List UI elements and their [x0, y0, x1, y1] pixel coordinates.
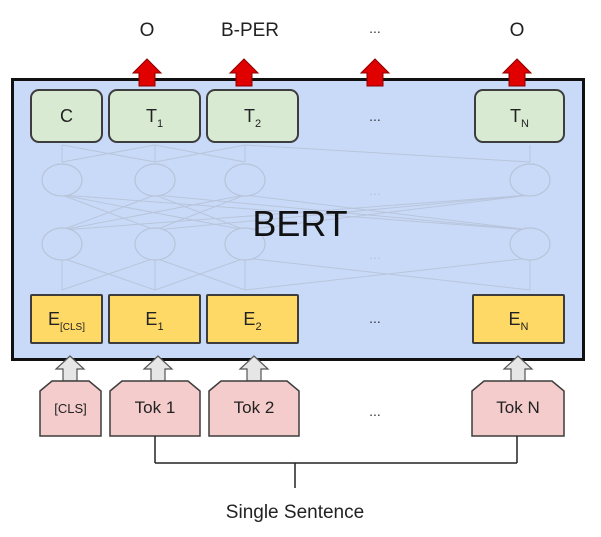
- embedding-en-label: EN: [508, 308, 529, 333]
- token-boxes: [39, 380, 565, 437]
- output-tn-label: TN: [510, 105, 529, 130]
- hidden-layer-ellipsis-1: ...: [369, 182, 381, 198]
- embedding-e1-box: E1: [108, 294, 201, 344]
- token-box-tokn: [471, 380, 565, 437]
- output-t1-label: T1: [145, 105, 164, 130]
- neuron-2-3: [224, 227, 266, 261]
- output-c-label: C: [60, 105, 73, 126]
- output-arrow-1: [131, 58, 163, 87]
- embedding-e2-box: E2: [206, 294, 299, 344]
- embedding-ellipsis: ...: [369, 310, 381, 326]
- output-ellipsis: ...: [369, 20, 381, 36]
- output-t2-box: T2: [206, 89, 299, 143]
- neuron-2-2: [134, 227, 176, 261]
- input-sentence-label: Single Sentence: [225, 502, 365, 523]
- output-label-b-per: B-PER: [220, 20, 280, 41]
- input-bracket: [154, 436, 518, 488]
- neuron-1-n: [509, 163, 551, 197]
- token-cls-label: [CLS]: [54, 401, 87, 416]
- neuron-1-3: [224, 163, 266, 197]
- hidden-layer-connections: [61, 144, 531, 291]
- neuron-1-1: [41, 163, 83, 197]
- embedding-en-box: EN: [472, 294, 565, 344]
- output-arrow-2: [228, 58, 260, 87]
- output-c-box: C: [30, 89, 103, 143]
- neuron-2-n: [509, 227, 551, 261]
- input-arrows: [54, 355, 534, 382]
- input-arrow-3: [238, 355, 270, 382]
- input-arrow-1: [54, 355, 86, 382]
- neuron-1-2: [134, 163, 176, 197]
- output-tn-box: TN: [474, 89, 565, 143]
- token-box-tok2: [208, 380, 300, 437]
- input-arrow-2: [142, 355, 174, 382]
- token-tok2-label: Tok 2: [233, 398, 275, 417]
- token-tokn-label: Tok N: [496, 398, 540, 417]
- output-arrows: [131, 58, 533, 87]
- hidden-layer-neurons: [41, 163, 551, 261]
- neuron-2-1: [41, 227, 83, 261]
- output-label-o-first: O: [139, 20, 155, 41]
- output-label-o-last: O: [509, 20, 525, 41]
- output-arrow-4: [501, 58, 533, 87]
- hidden-layer-ellipsis-2: ...: [369, 246, 381, 262]
- embedding-cls-label: E[CLS]: [47, 308, 86, 333]
- output-arrow-3: [359, 58, 391, 87]
- embedding-e2-label: E2: [243, 308, 262, 333]
- output-t2-label: T2: [243, 105, 262, 130]
- input-arrow-4: [502, 355, 534, 382]
- bert-label: BERT: [252, 203, 348, 244]
- token-tok1-label: Tok 1: [134, 398, 176, 417]
- token-ellipsis: ...: [369, 403, 381, 419]
- token-box-cls: [39, 380, 102, 437]
- output-t1-box: T1: [108, 89, 201, 143]
- embedding-e1-label: E1: [145, 308, 164, 333]
- embedding-cls-box: E[CLS]: [30, 294, 103, 344]
- final-layer-ellipsis: ...: [369, 108, 381, 124]
- token-box-tok1: [109, 380, 201, 437]
